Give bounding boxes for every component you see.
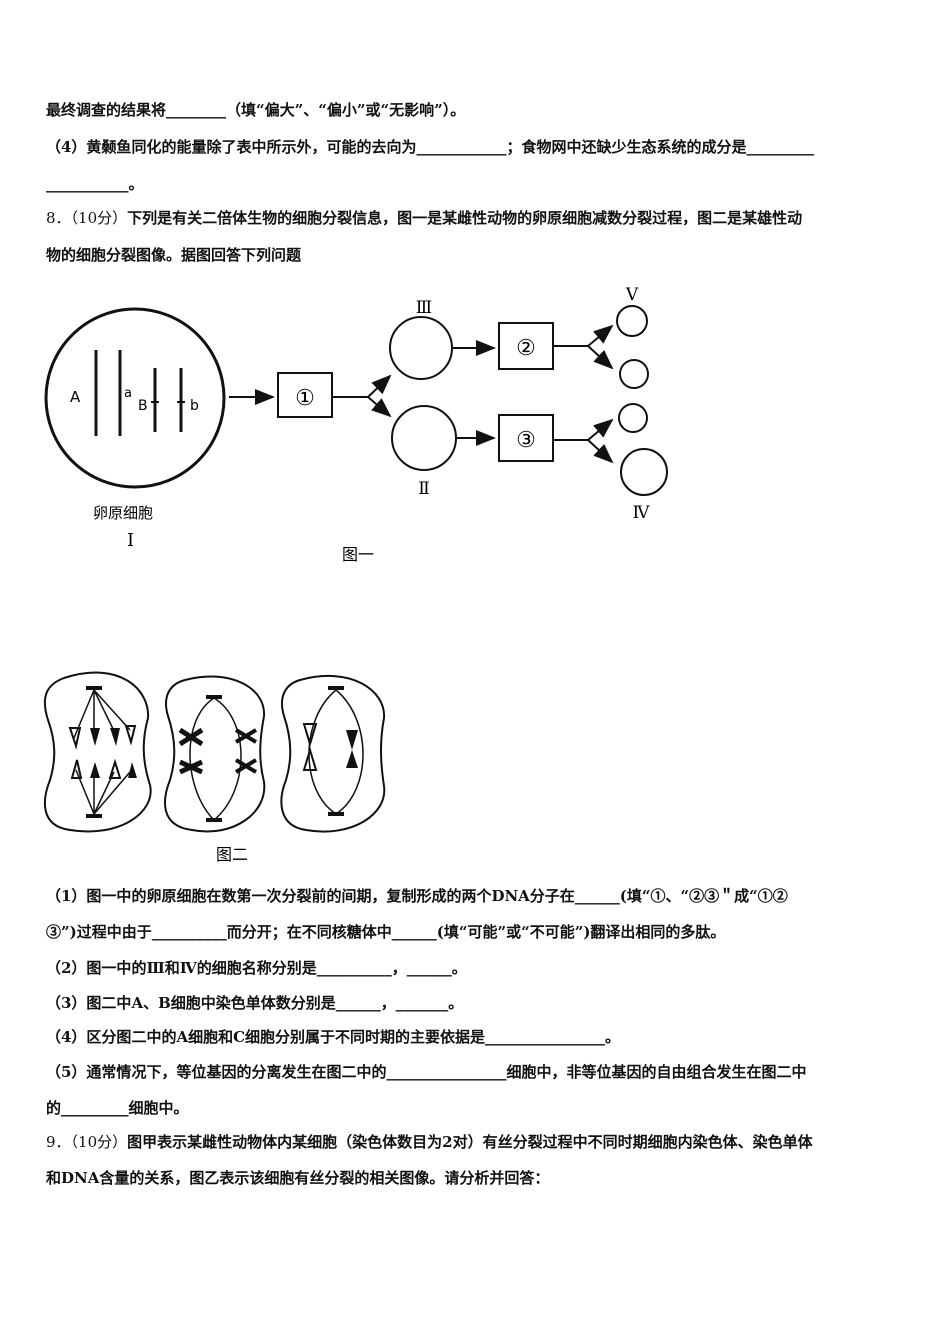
arrow-to-polar-2: [587, 418, 614, 441]
question-4-line: （4）黄颡鱼同化的能量除了表中所示外，可能的去向为____________；食物…: [46, 138, 814, 156]
cell-III: [389, 316, 453, 380]
subq-3: （3）图二中A、B细胞中染色单体数分别是______，_______。: [46, 994, 464, 1012]
cell-II-label: Ⅱ: [418, 479, 430, 499]
step-3-box: [498, 414, 554, 462]
question-9-number: 9．（10分）: [46, 1133, 128, 1151]
oogonium-cell: [44, 307, 226, 489]
figure-one-caption: 图一: [342, 545, 374, 564]
answer-line-1: 最终调查的结果将________（填“偏大”、“偏小”或“无影响”）。: [46, 101, 466, 119]
cell-C: [280, 675, 386, 833]
oogonium-roman: Ⅰ: [127, 530, 134, 551]
question-8-header: 8．（10分）下列是有关二倍体生物的细胞分裂信息，图一是某雌性动物的卵原细胞减数…: [46, 208, 802, 228]
step-1-box: [277, 372, 333, 418]
subq-1-line-a: （1）图一中的卵原细胞在数第一次分裂前的间期，复制形成的两个DNA分子在____…: [46, 887, 788, 905]
figure-one: A a B b 卵原细胞 Ⅰ ① Ⅲ Ⅱ ② ③ Ⅴ Ⅳ 图一: [44, 285, 668, 564]
cell-II: [391, 405, 457, 471]
gene-label-b: b: [190, 398, 199, 414]
gene-label-A: A: [70, 388, 81, 406]
arrow-to-cell-III: [367, 374, 392, 398]
cell-B: [164, 675, 266, 833]
cell-IV: [620, 448, 668, 496]
gene-label-B: B: [138, 398, 148, 414]
question-4-line-cont: ___________。: [46, 175, 144, 193]
cell-A: [43, 671, 152, 833]
cell-III-label: Ⅲ: [416, 298, 432, 318]
cell-V: [616, 305, 648, 337]
figure-two: 图二: [43, 671, 386, 864]
step-1-label: ①: [295, 386, 315, 411]
polar-body-1: [619, 359, 649, 389]
step-3-label: ③: [516, 428, 536, 453]
question-9-text-cont: 和DNA含量的关系，图乙表示该细胞有丝分裂的相关图像。请分析并回答：: [46, 1169, 550, 1187]
subq-5-line-a: （5）通常情况下，等位基因的分离发生在图二中的________________细…: [46, 1063, 807, 1081]
question-8-number: 8．（10分）: [46, 209, 128, 227]
step-2-label: ②: [516, 336, 536, 361]
polar-body-2: [618, 403, 648, 433]
cell-V-label: Ⅴ: [625, 285, 639, 305]
question-8-text: 下列是有关二倍体生物的细胞分裂信息，图一是某雌性动物的卵原细胞减数分裂过程，图二…: [127, 209, 803, 227]
arrow-to-cell-V: [587, 324, 614, 347]
subq-1-line-b: ③”)过程中由于__________而分开；在不同核糖体中______(填“可能…: [46, 923, 726, 941]
question-8-text-cont: 物的细胞分裂图像。据图回答下列问题: [46, 246, 302, 264]
subq-4: （4）区分图二中的A细胞和C细胞分别属于不同时期的主要依据是__________…: [46, 1028, 621, 1046]
question-9-text: 图甲表示某雌性动物体内某细胞（染色体数目为2对）有丝分裂过程中不同时期细胞内染色…: [127, 1133, 813, 1151]
gene-label-a: a: [124, 386, 132, 401]
question-9-header: 9．（10分）图甲表示某雌性动物体内某细胞（染色体数目为2对）有丝分裂过程中不同…: [46, 1132, 813, 1152]
oogonium-label: 卵原细胞: [93, 504, 153, 522]
cell-IV-label: Ⅳ: [633, 503, 651, 523]
subq-2: （2）图一中的Ⅲ和Ⅳ的细胞名称分别是__________，______。: [46, 959, 467, 977]
figure-two-caption: 图二: [216, 845, 248, 864]
arrow-to-polar-1: [587, 345, 614, 370]
subq-5-line-b: 的_________细胞中。: [46, 1099, 189, 1117]
arrow-to-cell-IV: [587, 439, 614, 464]
arrow-to-cell-II: [367, 396, 392, 418]
